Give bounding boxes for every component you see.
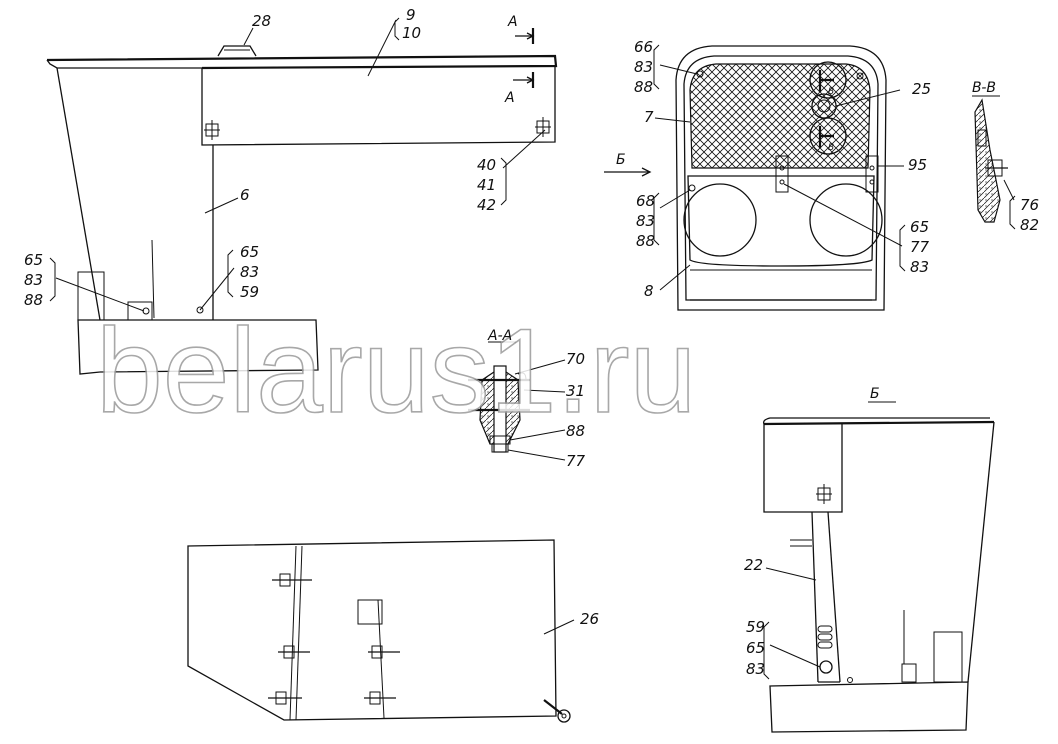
watermark: belarus1.ru <box>96 304 696 438</box>
callout-26: 26 <box>580 610 599 628</box>
emblem-mark-bottom: В <box>828 143 834 153</box>
callout-10: 10 <box>402 24 421 42</box>
section-a-bottom-label: A <box>504 90 515 106</box>
callout-9: 9 <box>406 6 416 24</box>
callout-59-b: 59 <box>746 618 765 636</box>
side-panel <box>187 539 575 723</box>
callout-95: 95 <box>908 156 927 174</box>
callout-88-front-top: 88 <box>634 78 653 96</box>
section-vv-title: B-B <box>972 80 996 96</box>
callout-7: 7 <box>644 108 654 126</box>
callout-65-b: 65 <box>746 639 765 657</box>
callout-41: 41 <box>477 176 496 194</box>
section-aa-title: A-A <box>487 328 512 344</box>
callout-66: 66 <box>634 38 653 56</box>
callout-83-front-top: 83 <box>634 58 653 76</box>
side-view <box>46 17 558 375</box>
clip-2 <box>364 691 396 705</box>
callout-70: 70 <box>566 350 585 368</box>
callout-76: 76 <box>1020 196 1039 214</box>
section-vv <box>972 95 1016 230</box>
callout-88-front-mid: 88 <box>636 232 655 250</box>
callout-77-aa: 77 <box>566 452 586 470</box>
callout-68: 68 <box>636 192 655 210</box>
callout-31: 31 <box>566 382 585 400</box>
callout-28: 28 <box>252 12 271 30</box>
view-b-title: Б <box>870 386 880 402</box>
callout-59-mid: 59 <box>240 283 259 301</box>
section-aa <box>468 341 566 461</box>
callout-88-left: 88 <box>24 291 43 309</box>
callout-6: 6 <box>240 186 250 204</box>
callout-65-mid: 65 <box>240 243 259 261</box>
hinge-2 <box>278 645 310 659</box>
callout-83-mid: 83 <box>240 263 259 281</box>
callout-40: 40 <box>477 156 496 174</box>
callout-77-front: 77 <box>910 238 930 256</box>
hood-bolt-right <box>535 117 551 137</box>
view-b-bolt <box>816 484 832 504</box>
panel-latch <box>543 699 571 723</box>
section-a-top-label: A <box>507 14 518 30</box>
hinge-3 <box>268 691 302 705</box>
callout-83-b: 83 <box>746 660 765 678</box>
callout-8: 8 <box>644 282 654 300</box>
callout-42: 42 <box>477 196 496 214</box>
callout-25: 25 <box>912 80 931 98</box>
callout-83-front: 83 <box>910 258 929 276</box>
emblem-mark-top: В <box>828 87 834 97</box>
hinge-1 <box>272 573 312 587</box>
callout-83-left: 83 <box>24 271 43 289</box>
callout-65-front: 65 <box>910 218 929 236</box>
clip-1 <box>368 645 400 659</box>
callout-82: 82 <box>1020 216 1039 234</box>
view-b <box>762 401 995 733</box>
front-view <box>604 44 906 311</box>
hood-bolt-left <box>204 120 220 140</box>
callout-65-left: 65 <box>24 251 43 269</box>
callout-88-aa: 88 <box>566 422 585 440</box>
callout-83-front-mid: 83 <box>636 212 655 230</box>
view-b-arrow-label: Б <box>616 152 626 168</box>
callout-22: 22 <box>744 556 763 574</box>
